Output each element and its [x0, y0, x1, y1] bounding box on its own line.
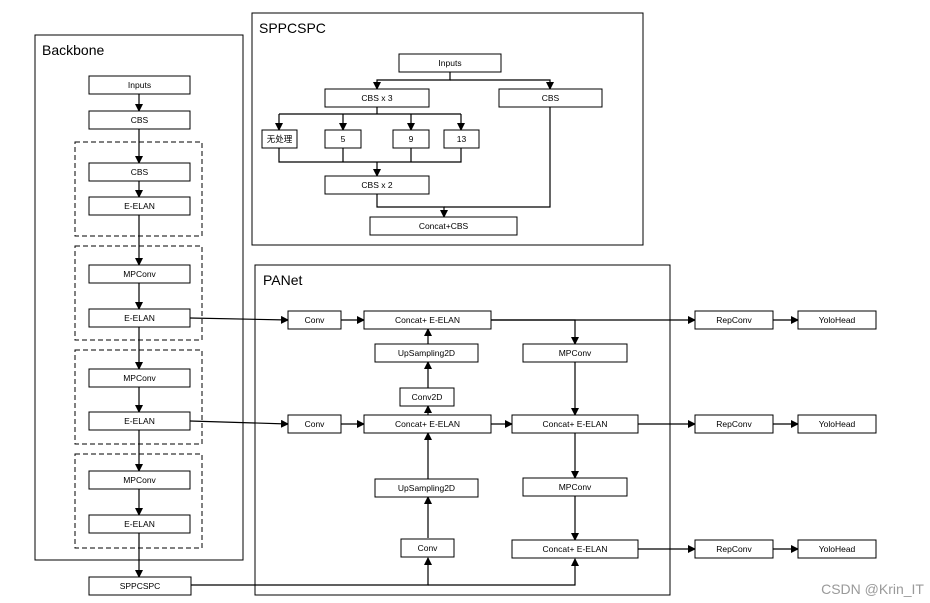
panet-conv2d-label: Conv2D [412, 392, 443, 402]
yolohead-1-label: YoloHead [819, 315, 856, 325]
panet-concat-mid-left-block: Concat+ E-ELAN [363, 414, 492, 434]
stage1-cbs-label: CBS [131, 167, 149, 177]
edges [135, 72, 799, 586]
yolohead-1-block: YoloHead [797, 310, 877, 330]
spp-cbs-block: CBS [498, 88, 603, 108]
stage4-mpconv-block: MPConv [88, 470, 191, 490]
spp-inputs-label: Inputs [438, 58, 461, 68]
panet-upsampling-bottom-block: UpSampling2D [374, 478, 479, 498]
panet-conv-top-block: Conv [287, 310, 342, 330]
sppcspc-title: SPPCSPC [259, 20, 326, 36]
stage1-cbs-block: CBS [88, 162, 191, 182]
spp-cbs-x2-label: CBS x 2 [361, 180, 392, 190]
panet-conv-bottom-label: Conv [418, 543, 439, 553]
spp-inputs-block: Inputs [398, 53, 502, 73]
repconv-1-block: RepConv [694, 310, 774, 330]
yolohead-3-label: YoloHead [819, 544, 856, 554]
repconv-3-block: RepConv [694, 539, 774, 559]
panet-concat-top-block: Concat+ E-ELAN [363, 310, 492, 330]
backbone-inputs-label: Inputs [128, 80, 151, 90]
stage4-mpconv-label: MPConv [123, 475, 156, 485]
repconv-2-label: RepConv [716, 419, 752, 429]
spp-pool5-block: 5 [324, 129, 362, 149]
spp-pool13-label: 13 [457, 134, 467, 144]
stage3-mpconv-block: MPConv [88, 368, 191, 388]
spp-no-op-label: 无处理 [267, 134, 293, 144]
panet-concat-mid-left-label: Concat+ E-ELAN [395, 419, 460, 429]
panet-concat-mid-right-block: Concat+ E-ELAN [511, 414, 639, 434]
panet-conv2d-block: Conv2D [399, 387, 455, 407]
stage3-eelan-label: E-ELAN [124, 416, 155, 426]
panet-upsampling-top-label: UpSampling2D [398, 348, 455, 358]
spp-pool9-label: 9 [409, 134, 414, 144]
spp-concat-cbs-label: Concat+CBS [419, 221, 469, 231]
yolohead-3-block: YoloHead [797, 539, 877, 559]
watermark: CSDN @Krin_IT [821, 581, 924, 597]
stage1-eelan-block: E-ELAN [88, 196, 191, 216]
repconv-2-block: RepConv [694, 414, 774, 434]
spp-cbs-x2-block: CBS x 2 [324, 175, 430, 195]
panet-mpconv-bottom-label: MPConv [559, 482, 592, 492]
panet-frame: PANet [254, 264, 671, 596]
stage2-mpconv-block: MPConv [88, 264, 191, 284]
backbone-inputs-block: Inputs [88, 75, 191, 95]
spp-cbs-x3-block: CBS x 3 [324, 88, 430, 108]
repconv-1-label: RepConv [716, 315, 752, 325]
backbone-cbs-label: CBS [131, 115, 149, 125]
spp-no-op-block: 无处理 [261, 129, 298, 149]
panet-upsampling-bottom-label: UpSampling2D [398, 483, 455, 493]
stage3-mpconv-label: MPConv [123, 373, 156, 383]
panet-conv-bottom-block: Conv [400, 538, 455, 558]
spp-pool5-label: 5 [341, 134, 346, 144]
panet-conv-top-label: Conv [305, 315, 326, 325]
stage2-eelan-block: E-ELAN [88, 308, 191, 328]
panet-mpconv-top-label: MPConv [559, 348, 592, 358]
stage1-eelan-label: E-ELAN [124, 201, 155, 211]
spp-concat-cbs-block: Concat+CBS [369, 216, 518, 236]
panet-concat-top-label: Concat+ E-ELAN [395, 315, 460, 325]
spp-pool13-block: 13 [443, 129, 480, 149]
sppcspc-frame: SPPCSPC [251, 12, 644, 246]
repconv-3-label: RepConv [716, 544, 752, 554]
yolohead-2-label: YoloHead [819, 419, 856, 429]
spp-cbs-x3-label: CBS x 3 [361, 93, 392, 103]
spp-pool9-block: 9 [392, 129, 430, 149]
panet-upsampling-top-block: UpSampling2D [374, 343, 479, 363]
panet-conv-mid-label: Conv [305, 419, 326, 429]
stage3-eelan-block: E-ELAN [88, 411, 191, 431]
backbone-sppcspc-block: SPPCSPC [88, 576, 192, 596]
panet-conv-mid-block: Conv [287, 414, 342, 434]
spp-cbs-label: CBS [542, 93, 560, 103]
panet-concat-mid-right-label: Concat+ E-ELAN [543, 419, 608, 429]
yolohead-2-block: YoloHead [797, 414, 877, 434]
backbone-cbs-block: CBS [88, 110, 191, 130]
panet-title: PANet [263, 272, 303, 288]
panet-mpconv-top-block: MPConv [522, 343, 628, 363]
stage2-eelan-label: E-ELAN [124, 313, 155, 323]
panet-concat-bottom-label: Concat+ E-ELAN [543, 544, 608, 554]
stage4-eelan-block: E-ELAN [88, 514, 191, 534]
panet-concat-bottom-block: Concat+ E-ELAN [511, 539, 639, 559]
stage2-mpconv-label: MPConv [123, 269, 156, 279]
stage4-eelan-label: E-ELAN [124, 519, 155, 529]
backbone-title: Backbone [42, 42, 104, 58]
panet-mpconv-bottom-block: MPConv [522, 477, 628, 497]
backbone-sppcspc-label: SPPCSPC [120, 581, 161, 591]
